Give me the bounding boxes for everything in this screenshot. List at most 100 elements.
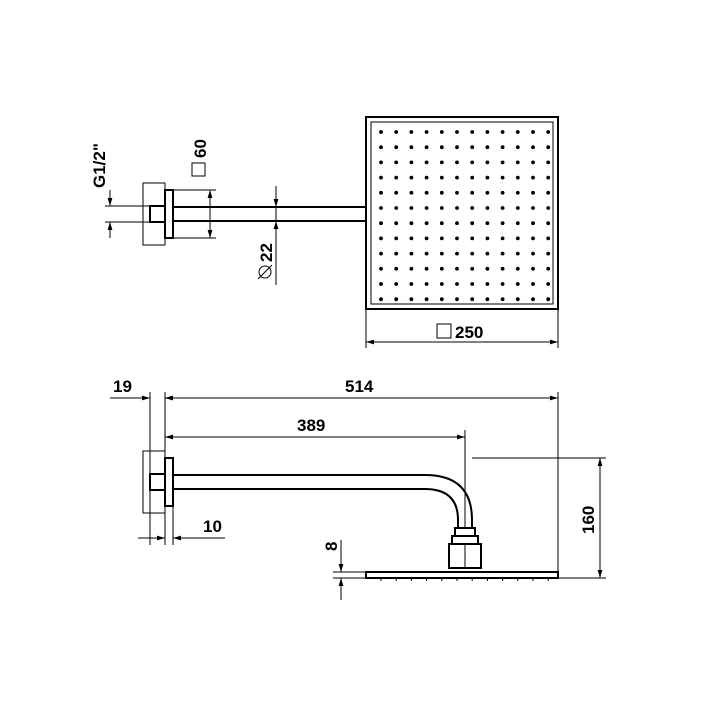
nozzle-dot (424, 221, 429, 226)
dim-arm-diameter: 22 (257, 186, 279, 285)
square-symbol-icon (191, 162, 206, 177)
nozzle-dot (485, 236, 490, 241)
wall-section-side (142, 450, 166, 514)
dim-drop-height: 160 (579, 458, 603, 578)
nozzle-dot (470, 266, 475, 271)
nozzle-dot (455, 190, 459, 195)
nozzle-dot (515, 160, 520, 165)
nozzle-dot (409, 190, 414, 195)
nozzle-dot (455, 206, 459, 210)
nozzle-dot (515, 297, 520, 302)
nozzle-dot (409, 266, 414, 271)
nozzle-dot (394, 282, 399, 286)
nozzle-dot (409, 221, 414, 226)
nozzle-dot (470, 130, 475, 134)
nozzle-dot (424, 160, 429, 165)
dim-flange-depth: 10 (138, 506, 225, 545)
nozzle-dot (515, 175, 520, 180)
dim-head-thickness-label: 8 (322, 542, 341, 551)
nozzle-dot (515, 266, 520, 271)
nozzle-dot (546, 206, 551, 210)
nozzle-dot (470, 190, 475, 195)
nozzle-dot (531, 175, 535, 180)
nozzle-dot (500, 130, 505, 134)
nozzle-dot (515, 251, 520, 256)
nozzle-dot (439, 236, 444, 241)
nozzle-dot (439, 190, 444, 195)
dim-arm-diameter-label: 22 (257, 243, 276, 262)
nozzle-dot (409, 130, 414, 134)
nozzle-dot (500, 175, 505, 180)
nozzle-dot (531, 190, 535, 195)
nozzle-dot (409, 282, 414, 286)
nozzle-dot (379, 297, 383, 302)
dim-flange-depth-label: 10 (203, 517, 222, 536)
shower-arm-top (173, 206, 366, 222)
nozzle-dot (546, 130, 551, 134)
nozzle-dot (409, 160, 414, 165)
nozzle-dot (531, 282, 535, 286)
nozzle-dot (455, 145, 459, 150)
nozzle-dot (470, 160, 475, 165)
wall-flange-top (164, 189, 174, 239)
nozzle-dot (455, 221, 459, 226)
nozzle-dot (546, 236, 551, 241)
nozzle-dot (455, 297, 459, 302)
nozzle-dot (455, 175, 459, 180)
nozzle-dot (546, 282, 551, 286)
nozzle-dot (531, 251, 535, 256)
nozzle-dot (424, 236, 429, 241)
nozzle-dot (439, 251, 444, 256)
nozzle-dot (379, 145, 383, 150)
dim-wall-offset-label: 19 (113, 377, 132, 396)
nozzle-dot (455, 282, 459, 286)
nozzle-dot (500, 297, 505, 302)
nozzle-dot (531, 266, 535, 271)
nozzle-dot (439, 130, 444, 134)
wall-flange-side (164, 457, 174, 507)
nozzle-dot (546, 297, 551, 302)
nozzle-dot (470, 145, 475, 150)
nozzle-dot (515, 236, 520, 241)
nozzle-dot (485, 130, 490, 134)
nozzle-dot (531, 297, 535, 302)
nozzle-dot (546, 266, 551, 271)
dim-flange: 60 (173, 139, 216, 239)
dim-total-length: 514 (165, 377, 558, 401)
nozzle-dot (515, 221, 520, 226)
nozzle-dot (470, 175, 475, 180)
nozzle-dot (409, 145, 414, 150)
nozzle-dot (439, 297, 444, 302)
nozzle-dot (485, 206, 490, 210)
nozzle-dot (424, 206, 429, 210)
nozzle-dot (424, 251, 429, 256)
nozzle-ticks (380, 578, 549, 581)
dim-total-length-label: 514 (345, 377, 374, 396)
nozzle-dot (379, 266, 383, 271)
dim-head-thickness: 8 (322, 540, 366, 600)
nozzle-dot (409, 175, 414, 180)
nozzle-dot (500, 236, 505, 241)
dim-arm-reach-label: 389 (297, 416, 325, 435)
nozzle-dot (455, 160, 459, 165)
swivel-joint (448, 527, 482, 569)
nozzle-dot (455, 236, 459, 241)
nozzle-dot (531, 130, 535, 134)
nozzle-dot (500, 251, 505, 256)
nozzle-dot (470, 297, 475, 302)
nozzle-dot (424, 130, 429, 134)
nozzle-dot (500, 221, 505, 226)
nozzle-dot (515, 282, 520, 286)
nozzle-dot (546, 175, 551, 180)
nozzle-dot (470, 251, 475, 256)
nozzle-dot (394, 145, 399, 150)
dim-head-width: 250 (365, 309, 559, 348)
nozzle-dot (546, 221, 551, 226)
nozzle-dot (515, 206, 520, 210)
nozzle-dot (455, 251, 459, 256)
shower-arm-side (173, 474, 473, 528)
nozzle-dot (485, 251, 490, 256)
dim-thread-label: G1/2" (90, 143, 109, 188)
nozzle-dot (485, 175, 490, 180)
top-view: G1/2" 60 22 250 (90, 116, 559, 348)
